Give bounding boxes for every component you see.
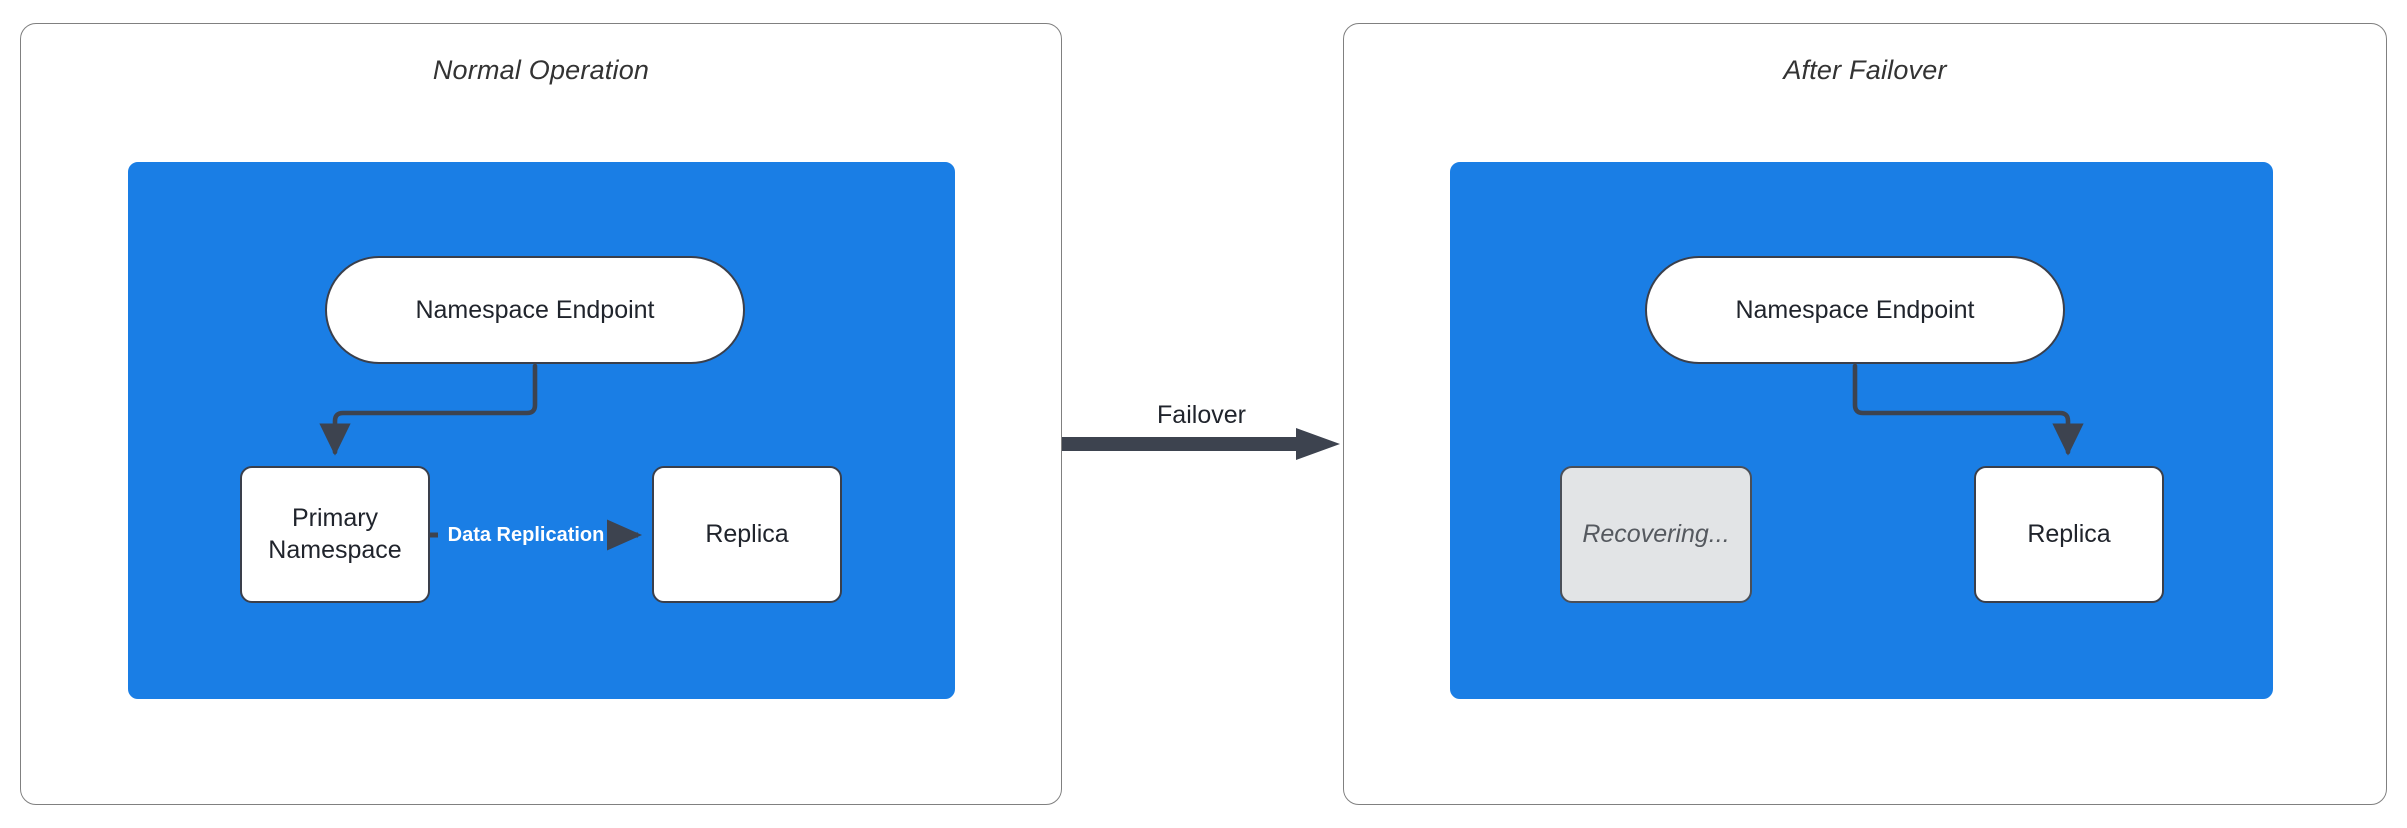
zone-normal-operation bbox=[128, 162, 955, 699]
edge-label-data-replication: Data Replication bbox=[447, 524, 605, 546]
node-primary-namespace-label-line2: Namespace bbox=[268, 535, 402, 564]
node-primary-namespace-label: Primary Namespace bbox=[268, 503, 401, 566]
node-primary-namespace-label-line1: Primary bbox=[291, 504, 379, 532]
node-recovering[interactable]: Recovering... bbox=[1560, 466, 1752, 603]
zone-after-failover bbox=[1450, 162, 2273, 699]
transition-arrow-failover bbox=[1062, 428, 1340, 460]
node-replica-right[interactable]: Replica bbox=[1974, 466, 2164, 603]
node-replica-left[interactable]: Replica bbox=[652, 466, 842, 603]
transition-label-failover: Failover bbox=[1157, 401, 1246, 429]
panel-after-failover-title: After Failover bbox=[1783, 55, 1947, 85]
node-namespace-endpoint-left[interactable]: Namespace Endpoint bbox=[325, 256, 745, 364]
panel-normal-operation-title: Normal Operation bbox=[432, 55, 650, 85]
node-namespace-endpoint-right[interactable]: Namespace Endpoint bbox=[1645, 256, 2065, 364]
node-primary-namespace[interactable]: Primary Namespace bbox=[240, 466, 430, 603]
